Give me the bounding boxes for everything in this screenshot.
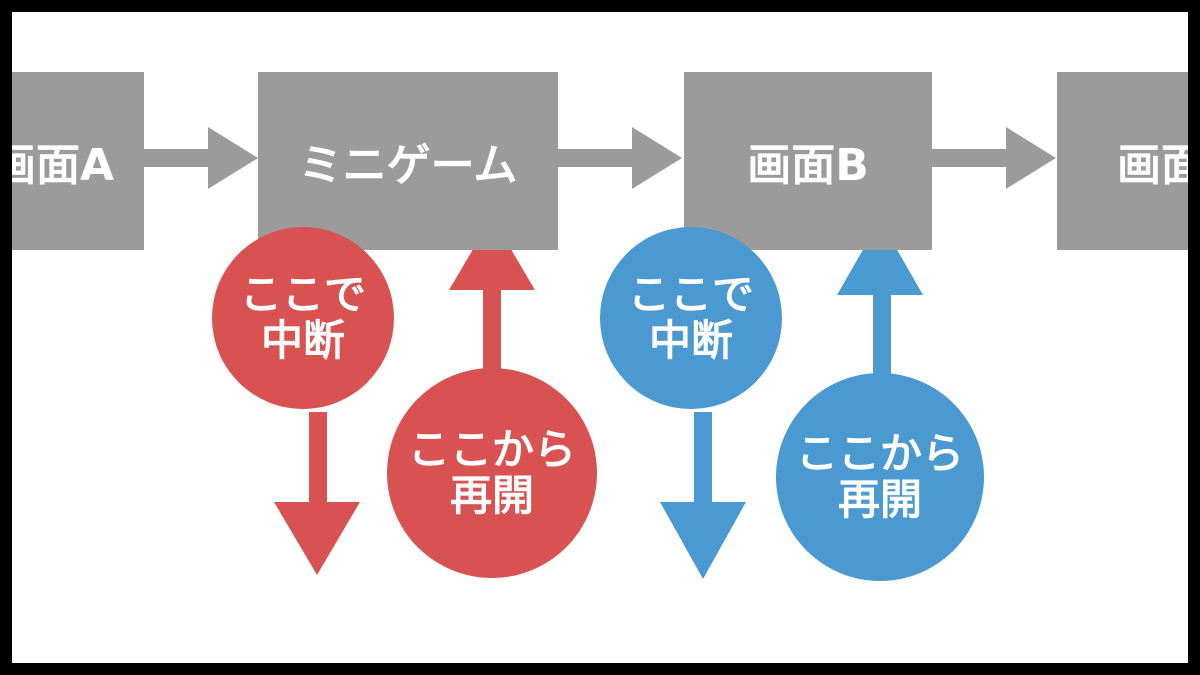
screen-box-minigame-label: ミニゲーム [298,140,518,191]
blue-down-arrow [660,412,746,579]
diagram-canvas: 画面A ミニゲーム 画面B 画面 ここで 中断 ここから 再開 ここで 中断 こ… [12,12,1188,663]
screen-box-a: 画面A [12,72,144,250]
red-down-arrow [274,412,360,575]
red-pause-line1: ここで [239,270,366,319]
flow-arrow-a-to-minigame [140,127,258,189]
red-pause-circle: ここで 中断 [212,227,394,409]
blue-resume-line1: ここから [795,429,964,478]
blue-resume-line2: 再開 [837,475,922,524]
screen-box-next: 画面 [1057,72,1188,250]
red-resume-circle: ここから 再開 [387,368,597,578]
red-resume-line2: 再開 [449,471,534,520]
red-resume-line1: ここから [407,425,576,474]
screen-box-b: 画面B [684,72,932,250]
screen-box-b-label: 画面B [747,140,869,191]
blue-pause-circle: ここで 中断 [600,227,782,409]
blue-pause-line1: ここで [627,270,754,319]
screen-box-next-label: 画面 [1117,140,1188,191]
red-pause-line2: 中断 [260,316,345,365]
screen-box-a-label: 画面A [12,140,115,191]
red-up-arrow [449,217,535,382]
flow-arrow-b-to-next [930,127,1056,189]
arrows-layer [140,127,1056,579]
blue-resume-circle: ここから 再開 [776,373,984,581]
flow-arrow-minigame-to-b [556,127,682,189]
screen-box-minigame: ミニゲーム [258,72,558,250]
blue-pause-line2: 中断 [648,316,733,365]
blue-up-arrow [837,220,923,382]
